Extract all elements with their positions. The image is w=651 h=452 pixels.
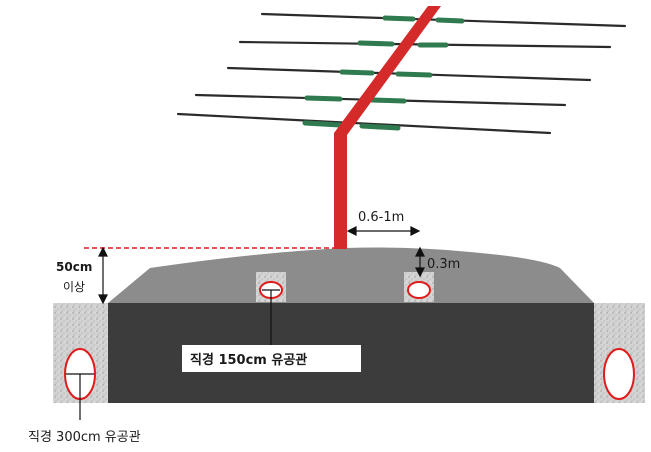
- height-arrow-head-bottom: [98, 294, 108, 305]
- large-pipe-right: [603, 348, 635, 400]
- small-pipe-right: [407, 281, 431, 299]
- small-pipe-callout: [182, 289, 361, 372]
- depth-arrow-head-top: [415, 246, 425, 257]
- green-sleeves: [302, 15, 465, 131]
- sleeve-3a: [339, 69, 375, 76]
- sleeve-1b: [435, 17, 465, 24]
- sleeve-1a: [382, 15, 416, 22]
- width-range-label: 0.6-1m: [358, 210, 404, 225]
- small-pipe-label: 직경 150cm 유공관: [190, 352, 307, 368]
- soil-mound: [108, 247, 594, 303]
- large-pipe-label: 직경 300cm 유공관: [28, 430, 141, 445]
- sleeve-4b: [369, 97, 407, 104]
- red-pole: [334, 6, 441, 249]
- width-arrow-head-left: [346, 226, 357, 236]
- height-arrow-head-top: [98, 246, 108, 257]
- height-min-value-label: 50cm: [56, 260, 92, 274]
- depth-arrow-head-bottom: [415, 267, 425, 278]
- small-pipe-label-box: [182, 345, 361, 372]
- height-arrow: [98, 246, 108, 305]
- large-pipe-callout: [66, 373, 94, 420]
- depth-arrow: [415, 246, 425, 278]
- guide-wire-5: [176, 112, 552, 135]
- width-arrow-head-right: [410, 226, 421, 236]
- sleeve-4a: [304, 95, 343, 102]
- height-min-suffix-label: 이상: [63, 280, 85, 294]
- sleeve-5a: [302, 120, 343, 128]
- sleeve-2a: [357, 40, 395, 47]
- width-arrow: [346, 226, 421, 236]
- sleeve-5b: [359, 123, 401, 131]
- depth-label: 0.3m: [427, 257, 460, 272]
- sleeve-3b: [395, 71, 433, 78]
